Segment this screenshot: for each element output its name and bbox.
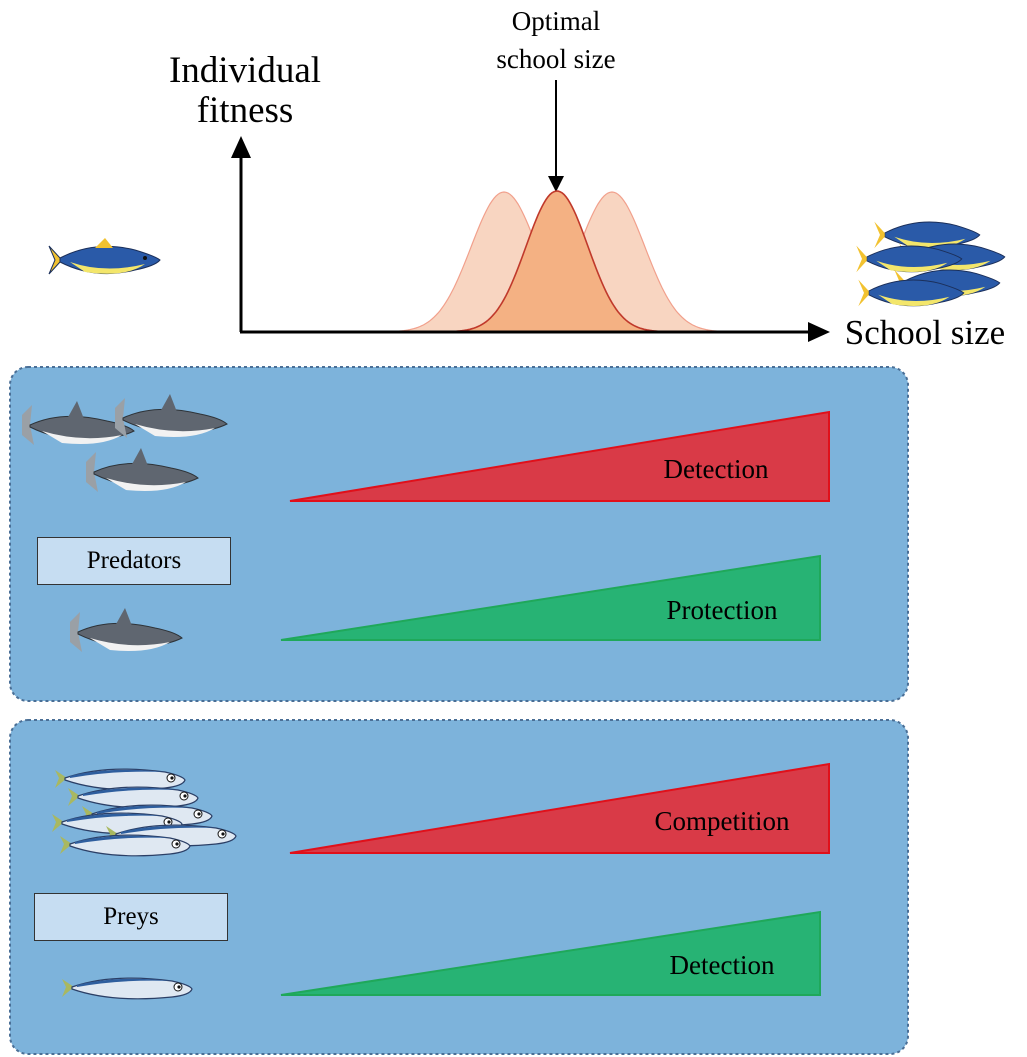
shark-group-icon xyxy=(22,394,228,492)
optimal-arrow-head xyxy=(548,176,564,192)
fitness-curve-optimal xyxy=(300,190,800,333)
predators-detection-wedge xyxy=(289,410,830,502)
predators-panel: Detection Protection xyxy=(9,366,909,702)
y-axis-label-line1: Individual xyxy=(169,50,321,91)
x-axis-label: School size xyxy=(845,313,1005,352)
preys-label-box: Preys xyxy=(34,893,228,941)
preys-panel: Competition Detection xyxy=(9,719,909,1055)
predators-label-box: Predators xyxy=(37,537,231,585)
fitness-chart: Individual fitness Optimal school size S… xyxy=(169,6,1005,352)
preys-label: Preys xyxy=(103,903,159,930)
predators-label: Predators xyxy=(86,547,182,574)
predators-protection-label: Protection xyxy=(667,595,778,625)
preys-competition-label: Competition xyxy=(655,806,791,836)
y-axis-label-line2: fitness xyxy=(197,90,294,131)
single-shark-icon xyxy=(70,608,183,652)
optimal-annotation-line1: Optimal xyxy=(512,6,601,36)
predators-detection-label: Detection xyxy=(664,454,769,484)
optimal-annotation-line2: school size xyxy=(496,44,615,74)
x-axis-arrow-head xyxy=(808,322,830,342)
tuna-school-icon xyxy=(856,221,1006,307)
single-sardine-icon xyxy=(62,977,193,1000)
preys-competition-wedge xyxy=(289,762,830,854)
preys-detection-label: Detection xyxy=(670,950,775,980)
single-tuna-icon xyxy=(48,238,161,275)
predators-protection-wedge xyxy=(280,554,821,641)
preys-detection-wedge xyxy=(280,910,821,996)
y-axis-arrow-head xyxy=(231,136,251,158)
sardine-school-icon xyxy=(52,768,237,857)
